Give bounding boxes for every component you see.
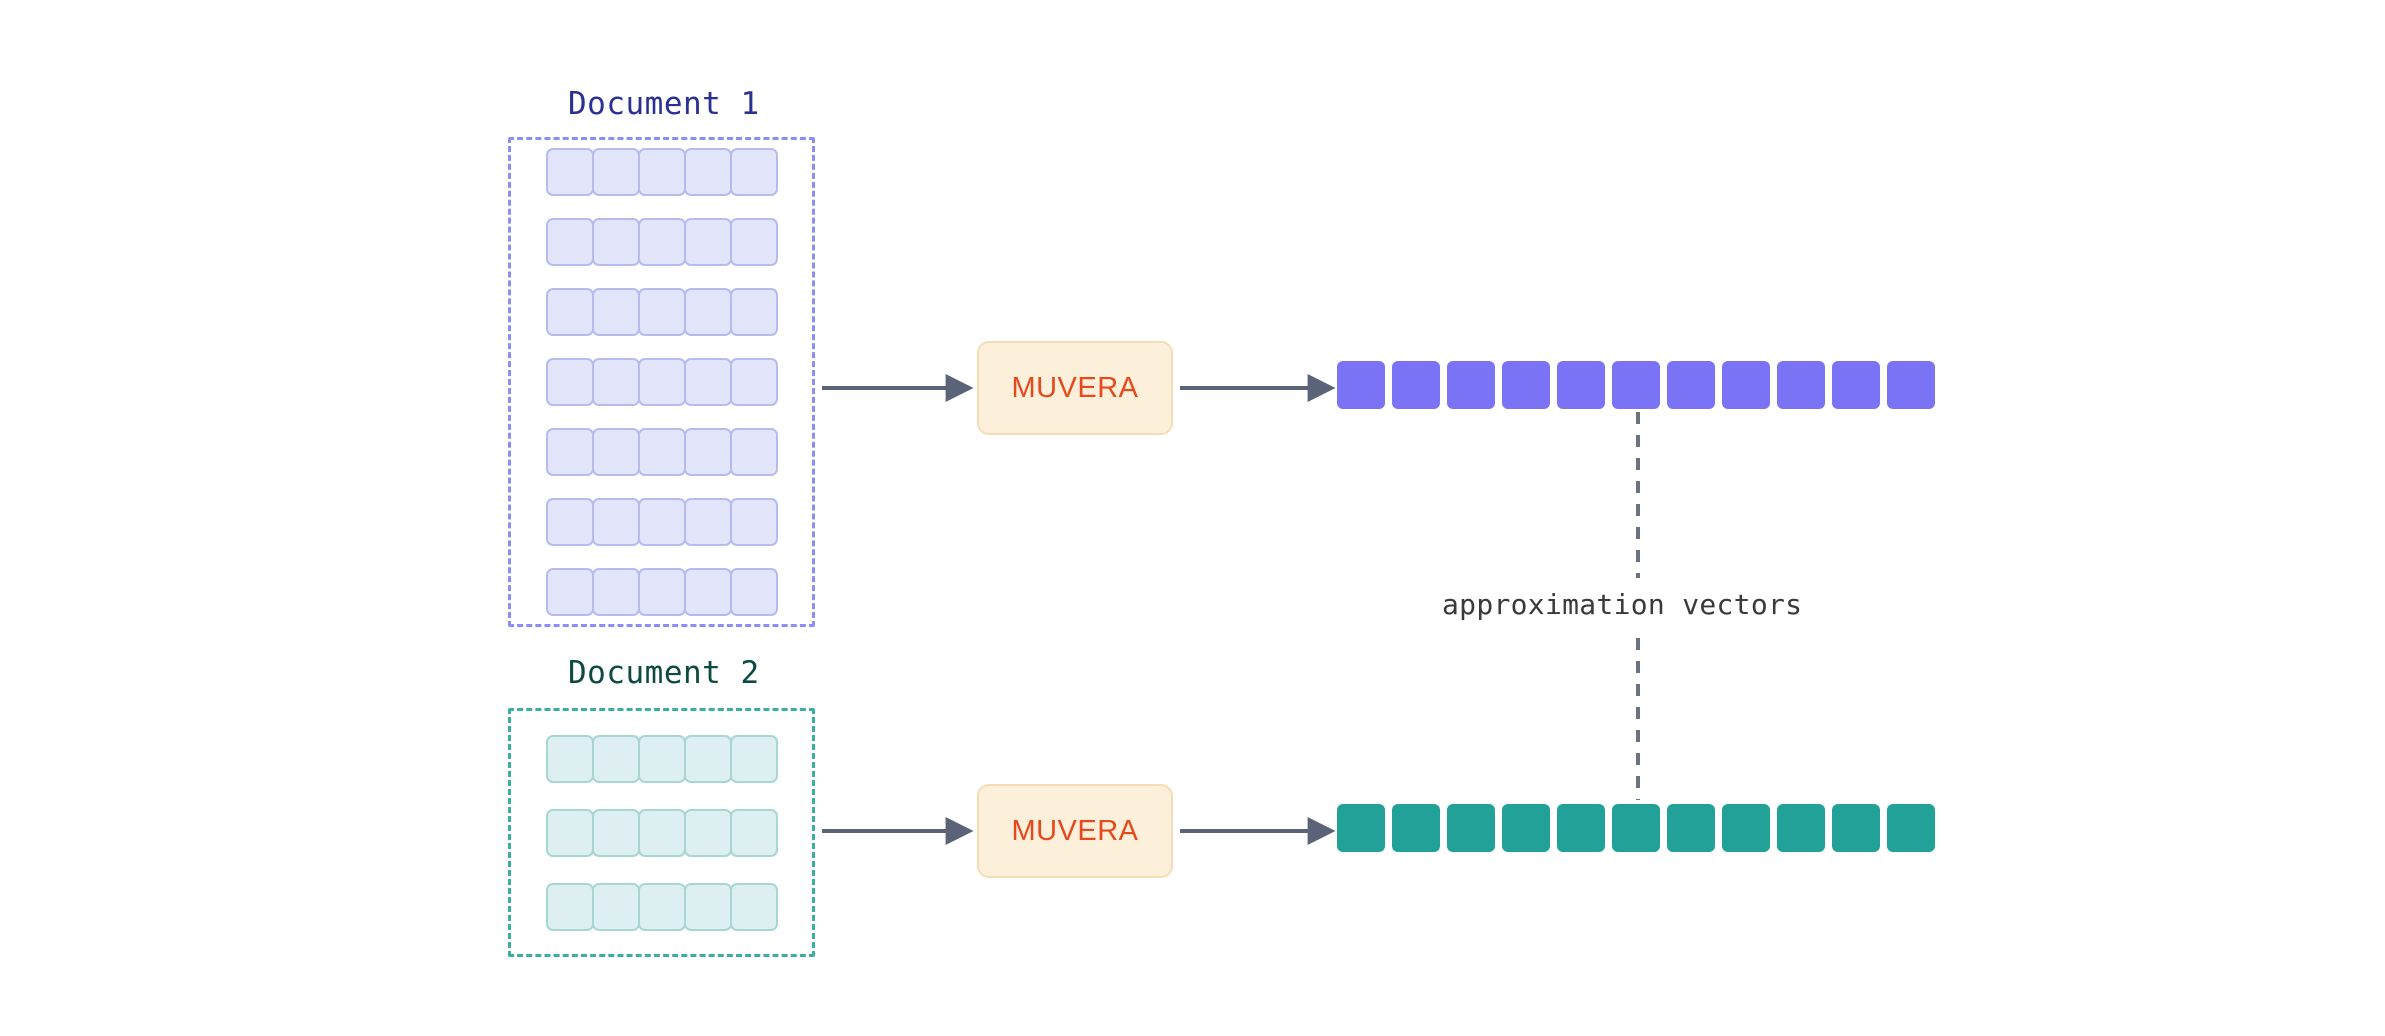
token-row [545,734,778,783]
approximation-vector-bottom [1337,804,1935,852]
vector-cell [1667,804,1715,852]
token-cell [545,358,594,406]
token-cell [545,498,594,546]
token-cell [545,882,594,931]
token-cell [729,148,778,196]
token-cell [683,218,732,266]
muvera-label-top: MUVERA [1011,371,1139,404]
token-row [545,288,778,336]
token-cell [545,734,594,783]
vector-cell [1447,361,1495,409]
token-cell [637,148,686,196]
vector-cell [1392,804,1440,852]
token-cell [637,358,686,406]
token-cell [683,358,732,406]
token-cell [591,808,640,857]
vector-cell [1667,361,1715,409]
token-cell [637,218,686,266]
token-cell [729,288,778,336]
vector-cell [1337,804,1385,852]
vector-cell [1557,804,1605,852]
vector-cell [1392,361,1440,409]
token-cell [591,498,640,546]
muvera-label-bottom: MUVERA [1011,814,1139,847]
token-cell [729,358,778,406]
token-cell [729,882,778,931]
vector-cell [1612,361,1660,409]
token-cell [683,808,732,857]
token-cell [545,428,594,476]
vector-cell [1502,361,1550,409]
vector-cell [1887,361,1935,409]
token-cell [545,288,594,336]
token-cell [637,428,686,476]
document-1-token-grid [511,140,812,624]
token-cell [637,808,686,857]
token-row [545,358,778,406]
token-row [545,808,778,857]
document-1-token-container [508,137,815,627]
vector-cell [1612,804,1660,852]
token-cell [591,288,640,336]
muvera-box-top[interactable]: MUVERA [977,341,1173,435]
token-row [545,218,778,266]
token-cell [729,498,778,546]
token-cell [729,428,778,476]
token-cell [683,148,732,196]
token-cell [591,882,640,931]
token-cell [683,498,732,546]
vector-cell [1447,804,1495,852]
approximation-vector-top [1337,361,1935,409]
token-row [545,498,778,546]
token-cell [591,358,640,406]
token-cell [637,568,686,616]
token-cell [545,218,594,266]
token-row [545,882,778,931]
token-cell [545,568,594,616]
vector-cell [1502,804,1550,852]
muvera-box-bottom[interactable]: MUVERA [977,784,1173,878]
token-cell [591,428,640,476]
token-row [545,428,778,476]
token-cell [683,428,732,476]
token-cell [683,882,732,931]
token-row [545,568,778,616]
token-cell [729,568,778,616]
vector-cell [1722,361,1770,409]
token-row [545,148,778,196]
token-cell [637,498,686,546]
document-1-title: Document 1 [568,86,760,122]
document-2-title: Document 2 [568,655,760,691]
token-cell [637,734,686,783]
token-cell [591,148,640,196]
token-cell [591,568,640,616]
vector-cell [1832,361,1880,409]
approximation-vectors-label: approximation vectors [1442,588,1803,621]
token-cell [729,734,778,783]
vector-cell [1337,361,1385,409]
token-cell [729,808,778,857]
vector-cell [1557,361,1605,409]
token-cell [545,808,594,857]
document-2-token-container [508,708,815,957]
vector-cell [1777,361,1825,409]
token-cell [683,568,732,616]
vector-cell [1887,804,1935,852]
vector-cell [1777,804,1825,852]
vector-cell [1722,804,1770,852]
token-cell [683,288,732,336]
token-cell [591,734,640,783]
token-cell [683,734,732,783]
token-cell [729,218,778,266]
token-cell [591,218,640,266]
vector-cell [1832,804,1880,852]
token-cell [637,288,686,336]
document-2-token-grid [511,711,812,954]
token-cell [545,148,594,196]
token-cell [637,882,686,931]
